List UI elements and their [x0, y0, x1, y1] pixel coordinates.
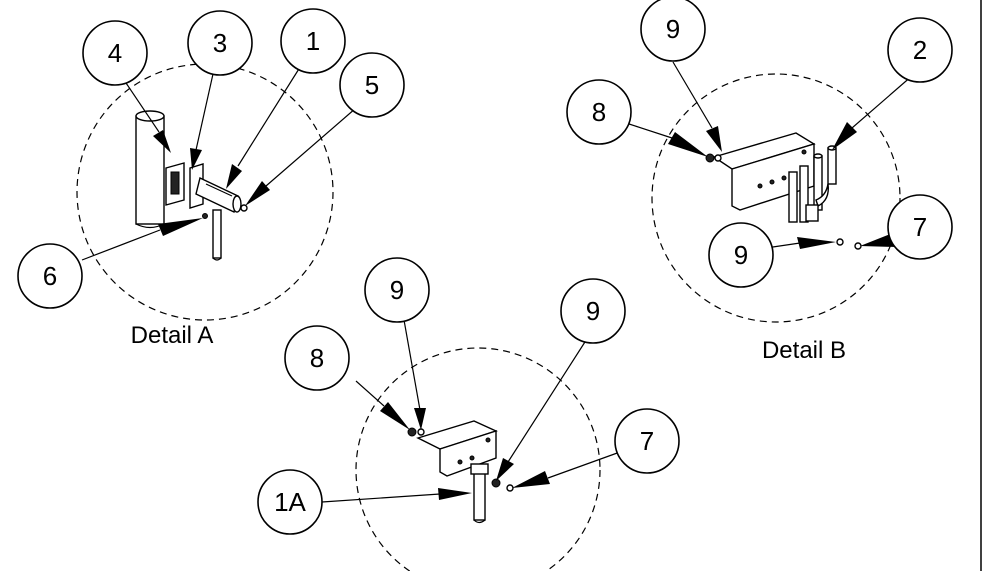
svg-text:9: 9 — [734, 240, 748, 270]
part-screw — [202, 213, 208, 219]
balloon-b-7: 7 — [887, 194, 953, 260]
part-tubes-b — [788, 145, 837, 223]
part-plate — [165, 162, 185, 206]
svg-text:1A: 1A — [274, 487, 306, 517]
svg-text:7: 7 — [640, 426, 654, 456]
detail-b-label: Detail B — [762, 337, 846, 364]
balloon-c-9-right: 9 — [560, 278, 626, 344]
svg-text:7: 7 — [913, 212, 927, 242]
detail-c-boundary — [355, 347, 601, 571]
part-tube — [195, 177, 242, 213]
balloon-a-1: 1 — [280, 8, 346, 74]
part-nut-c-right — [491, 478, 501, 488]
svg-text:6: 6 — [43, 261, 57, 291]
svg-text:8: 8 — [310, 343, 324, 373]
part-end-cap — [240, 204, 248, 212]
part-nut-b-left — [705, 153, 715, 163]
balloon-a-5: 5 — [339, 52, 405, 118]
svg-text:9: 9 — [666, 14, 680, 44]
part-bracket-b — [712, 132, 816, 211]
detail-a-label: Detail A — [131, 322, 214, 349]
balloon-b-9-bottom: 9 — [708, 222, 774, 288]
svg-text:9: 9 — [586, 296, 600, 326]
detail-b-boundary — [651, 73, 901, 323]
detail-b-group: Detail B — [625, 61, 914, 364]
svg-text:8: 8 — [592, 97, 606, 127]
balloon-c-9-left: 9 — [364, 257, 430, 323]
balloon-b-9-top: 9 — [640, 0, 706, 62]
balloon-a-4: 4 — [82, 20, 148, 86]
balloon-a-6: 6 — [17, 243, 83, 309]
part-washer-b-right — [836, 238, 844, 246]
part-bracket-c — [416, 420, 498, 477]
detail-a-group: Detail A — [76, 63, 357, 349]
balloon-b-2: 2 — [887, 17, 953, 83]
svg-text:2: 2 — [913, 35, 927, 65]
part-washer-b-left — [714, 154, 722, 162]
balloon-b-8: 8 — [566, 79, 632, 145]
svg-text:9: 9 — [390, 275, 404, 305]
balloon-c-8: 8 — [284, 325, 350, 391]
svg-text:3: 3 — [213, 28, 227, 58]
svg-text:1: 1 — [306, 26, 320, 56]
balloon-a-3: 3 — [187, 10, 253, 76]
balloon-c-1a: 1A — [257, 469, 323, 535]
balloon-c-7: 7 — [614, 408, 680, 474]
svg-text:5: 5 — [365, 70, 379, 100]
detail-c-group — [321, 319, 621, 571]
part-pin — [212, 209, 222, 261]
part-tube-c — [470, 463, 489, 524]
svg-text:4: 4 — [108, 38, 122, 68]
part-clamp — [189, 163, 204, 209]
part-post — [135, 110, 165, 229]
part-bolt-c — [506, 484, 514, 492]
